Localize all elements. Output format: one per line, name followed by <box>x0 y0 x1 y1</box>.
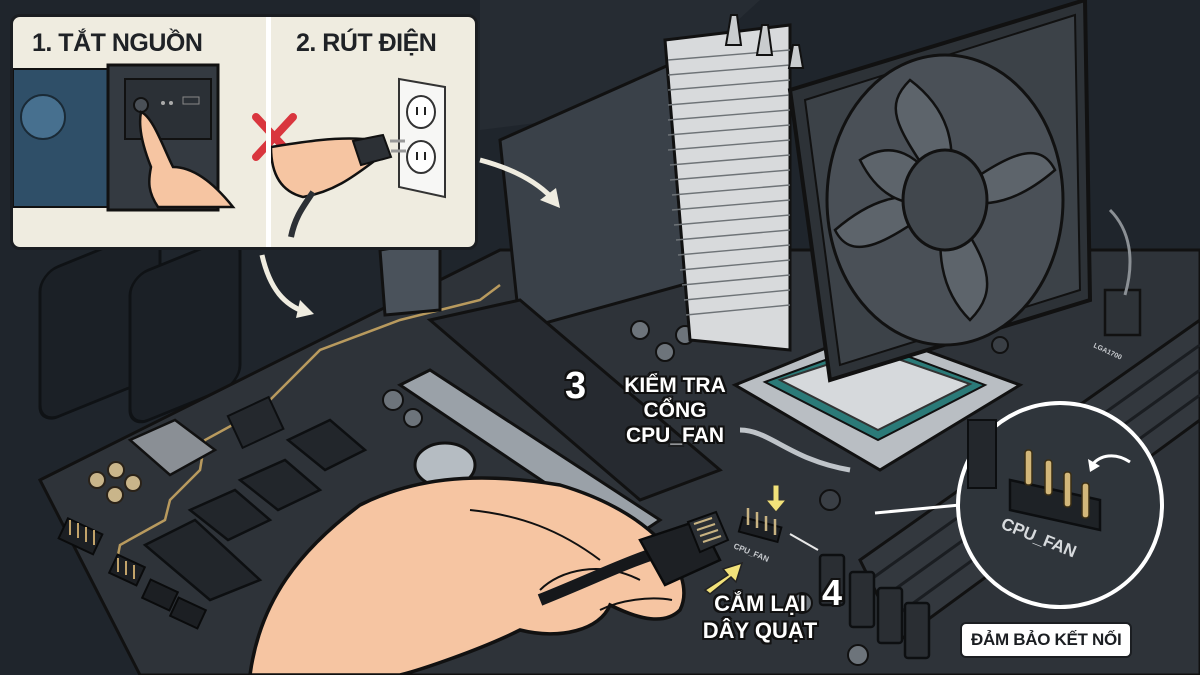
step3-number: 3 <box>565 365 587 407</box>
expansion-slots <box>142 418 368 602</box>
gold-capacitors <box>88 461 142 504</box>
down-arrow-icon <box>764 484 788 513</box>
cpu-fan <box>787 0 1093 383</box>
step3-text: KIỂM TRA CỔNG CPU_FAN <box>595 373 755 448</box>
power-button-icon <box>133 97 149 113</box>
io-block <box>378 238 442 317</box>
panel-divider <box>266 17 271 247</box>
insert-arrow-icon <box>703 561 744 595</box>
step4-number: 4 <box>822 572 843 613</box>
m2-heatsink <box>426 298 723 502</box>
cpu-fan-header-zoom: CPU_FAN <box>956 401 1164 609</box>
power-cord <box>288 190 316 238</box>
gray-chip <box>127 418 218 477</box>
step1-title: 1. TẮT NGUỒN <box>32 29 203 57</box>
zoom-pointer-line <box>874 503 961 515</box>
hand-holding-connector <box>248 476 730 675</box>
flow-arrow-right-head <box>540 188 560 208</box>
confirm-connection-badge: ĐẢM BẢO KẾT NỐI <box>960 622 1133 658</box>
pressing-finger <box>138 110 236 209</box>
atx-connector: LGA1700 <box>1092 208 1142 362</box>
step3-line2: CỔNG <box>643 399 707 422</box>
plug-icon <box>351 133 393 167</box>
chipset <box>226 395 285 450</box>
flow-arrow-right <box>479 157 554 200</box>
step4-callout: CẮM LẠI DÂY QUẠT <box>690 590 830 644</box>
header-pins <box>69 520 135 579</box>
step3-line1: KIỂM TRA <box>624 374 726 397</box>
step4-line2: DÂY QUẠT <box>702 618 818 643</box>
steps-panel: 1. TẮT NGUỒN 2. RÚT ĐIỆN <box>10 14 478 250</box>
gold-trace <box>113 284 501 571</box>
wall-outlet-icon <box>398 77 446 199</box>
step4-line1: CẮM LẠI <box>714 591 806 616</box>
case-drive-bays <box>38 229 242 424</box>
pointer-line <box>789 533 819 551</box>
step3-line3: CPU_FAN <box>625 424 725 447</box>
hand-unplugging <box>269 137 375 199</box>
steps-panel-art <box>13 63 446 238</box>
cpu-heatsink <box>663 14 805 352</box>
case-vent <box>480 0 760 130</box>
step2-title: 2. RÚT ĐIỆN <box>296 29 437 57</box>
cpu-socket <box>731 328 1024 511</box>
flow-arrow-down-head <box>296 300 314 318</box>
